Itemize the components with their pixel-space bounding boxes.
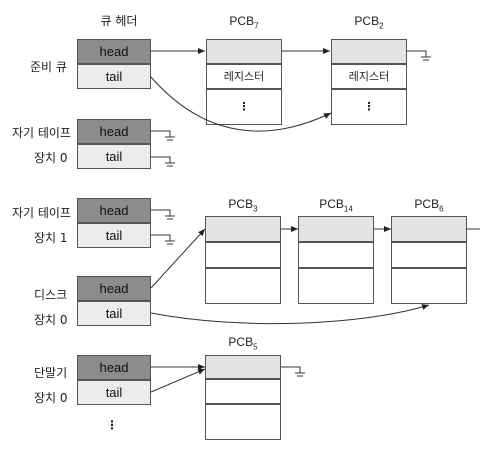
- disk0-label-line2: 장치 0: [34, 313, 68, 327]
- disk-tail-to-pcb6-arrow: [150, 304, 430, 325]
- ready-queue-head: head: [77, 39, 151, 64]
- terminal0-tail: tail: [77, 380, 151, 405]
- pcb5-cell-2: [205, 379, 281, 404]
- pcb2-null-symbol: [407, 50, 427, 57]
- ready-queue-label: 준비 큐: [30, 60, 67, 74]
- pcb6-top-cell: [391, 216, 467, 242]
- tape0-tail: tail: [77, 144, 151, 169]
- queue-header-title: 큐 헤더: [100, 14, 138, 28]
- pcb3-title: PCB3: [228, 197, 258, 214]
- tape1-head: head: [77, 198, 151, 223]
- tape1-tail: tail: [77, 223, 151, 248]
- pcb6-cell-2: [391, 242, 467, 268]
- tape0-label-line2: 장치 0: [34, 151, 68, 165]
- tape1-tail-null-symbol: [151, 234, 171, 241]
- pcb14-top-cell: [298, 216, 374, 242]
- tape1-label-line2: 장치 1: [34, 231, 68, 245]
- tape0-head: head: [77, 119, 151, 144]
- tape1-head-null-symbol: [151, 209, 171, 216]
- pcb2-more-cell: ⋮: [331, 89, 407, 125]
- terminal0-label-line2: 장치 0: [34, 391, 68, 405]
- pcb7-more-cell: ⋮: [206, 89, 282, 125]
- terminal0-label-line1: 단말기: [34, 366, 68, 380]
- terminal-tail-to-pcb5-arrow: [150, 368, 206, 393]
- tape0-label-line1: 자기 테이프: [12, 126, 72, 140]
- pcb7-register-cell: 레지스터: [206, 64, 282, 89]
- pcb7-title: PCB7: [229, 14, 259, 31]
- pcb3-top-cell: [205, 216, 281, 242]
- pcb7-top-cell: [206, 39, 282, 64]
- pcb3-cell-3: [205, 268, 281, 304]
- pcb6-cell-3: [391, 268, 467, 304]
- tape0-head-null-symbol: [151, 130, 171, 137]
- pcb5-title: PCB5: [228, 335, 258, 352]
- disk0-head: head: [77, 276, 151, 301]
- disk-head-to-pcb3-arrow: [150, 228, 206, 289]
- tape1-label-line1: 자기 테이프: [12, 206, 72, 220]
- pcb14-title: PCB14: [319, 197, 353, 214]
- pcb3-cell-2: [205, 242, 281, 268]
- pcb5-null-symbol: [281, 366, 301, 373]
- ready-queue-tail: tail: [77, 64, 151, 89]
- pcb5-cell-3: [205, 404, 281, 440]
- pcb2-title: PCB2: [354, 14, 384, 31]
- tape0-tail-null-symbol: [151, 156, 171, 163]
- pcb14-cell-3: [298, 268, 374, 304]
- pcb6-title: PCB6: [414, 197, 444, 214]
- disk0-label-line1: 디스크: [34, 288, 68, 302]
- more-queues-ellipsis: ⋮: [106, 418, 118, 432]
- terminal0-head: head: [77, 355, 151, 380]
- disk0-tail: tail: [77, 301, 151, 326]
- pcb2-top-cell: [331, 39, 407, 64]
- pcb14-cell-2: [298, 242, 374, 268]
- pcb5-top-cell: [205, 355, 281, 379]
- ready-tail-to-pcb2-arrow: [150, 76, 332, 132]
- pcb2-register-cell: 레지스터: [331, 64, 407, 89]
